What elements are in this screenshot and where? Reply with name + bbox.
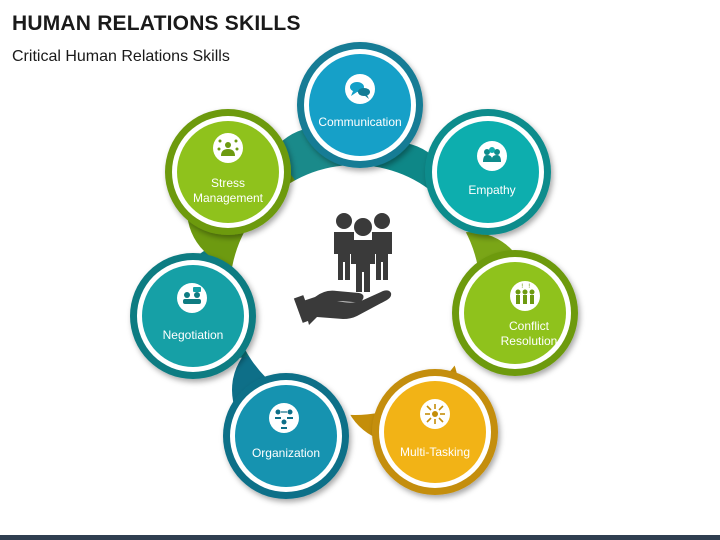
group-heart-icon [477,141,507,171]
node-empathy [425,109,551,235]
node-negotiation [130,253,256,379]
label-stress-management: Stress Management [192,176,264,205]
bottom-bar [0,535,720,540]
speech-bubbles-icon [345,74,375,104]
label-empathy: Empathy [468,183,516,197]
page-title: HUMAN RELATIONS SKILLS [12,12,301,35]
connector-center [230,165,480,415]
node-organization [223,373,349,499]
node-conflict-resolution [452,250,578,376]
label-communication: Communication [318,115,402,129]
node-communication [297,42,423,168]
people-conflict-icon: ! ! [510,281,540,311]
label-multi-tasking: Multi-Tasking [399,445,471,459]
node-multi-tasking [372,369,498,495]
label-conflict-resolution: Conflict Resolution [500,319,558,348]
arrows-out-icon [420,399,450,429]
org-network-icon [269,403,299,433]
hand-holding-people-icon [293,213,392,325]
negotiation-icon [177,283,207,313]
node-stress-management [165,109,291,235]
svg-text:!: ! [521,283,523,290]
label-negotiation: Negotiation [162,328,224,342]
stress-person-icon [213,133,243,163]
page-subtitle: Critical Human Relations Skills [12,48,230,65]
label-organization: Organization [251,446,321,460]
svg-text:!: ! [528,283,530,290]
